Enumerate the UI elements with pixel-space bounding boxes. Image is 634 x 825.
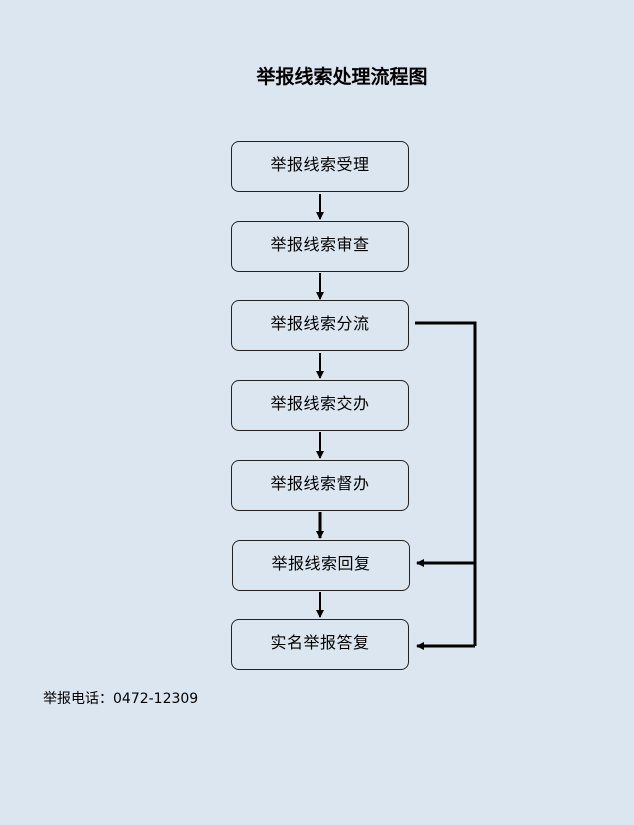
- step-assign: 举报线索交办: [231, 380, 409, 431]
- hotline: 举报电话：0472-12309: [43, 688, 198, 708]
- hotline-number: 0472-12309: [113, 691, 199, 707]
- step-assign-label: 举报线索交办: [270, 393, 370, 413]
- step-reply: 举报线索回复: [232, 540, 410, 591]
- step-distribute: 举报线索分流: [231, 300, 409, 351]
- step-reply-label: 举报线索回复: [271, 553, 371, 573]
- step-accept: 举报线索受理: [231, 141, 409, 192]
- page-title: 举报线索处理流程图: [256, 66, 428, 88]
- bypass-line: [415, 321, 477, 646]
- step-distribute-label: 举报线索分流: [270, 313, 370, 333]
- step-realname-answer-label: 实名举报答复: [270, 632, 370, 652]
- step-supervise-label: 举报线索督办: [270, 473, 370, 493]
- step-review-label: 举报线索审查: [270, 234, 370, 254]
- step-review: 举报线索审查: [231, 221, 409, 272]
- step-realname-answer: 实名举报答复: [231, 619, 409, 670]
- step-supervise: 举报线索督办: [231, 460, 409, 511]
- step-accept-label: 举报线索受理: [270, 154, 370, 174]
- hotline-label: 举报电话：: [43, 691, 113, 707]
